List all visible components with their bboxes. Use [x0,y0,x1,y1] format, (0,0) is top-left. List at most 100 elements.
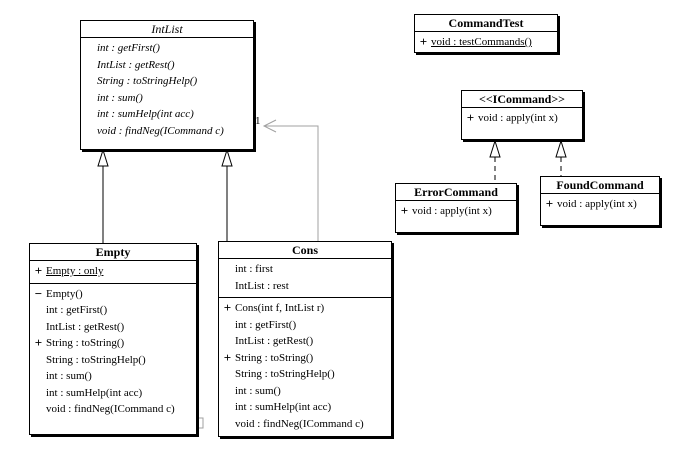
method-text: int : sumHelp(int acc) [97,108,194,120]
method-row: void : findNeg(ICommand c) [222,416,388,433]
method-text: IntList : getRest() [46,320,125,333]
field-text: Empty : only [46,265,104,277]
class-cons[interactable]: Cons int : first IntList : rest +Cons(in… [218,241,392,437]
methods-compartment: +void : apply(int x) [462,108,582,130]
method-row: +void : apply(int x) [544,196,656,213]
empty-generalization-arrowhead [97,148,109,167]
class-name: ErrorCommand [396,184,516,201]
method-row: String : toStringHelp() [222,366,388,383]
visibility-marker: + [34,335,43,350]
method-text: int : sumHelp(int acc) [235,401,332,413]
method-row: int : getFirst() [84,40,250,57]
foundcommand-realization-arrowhead [555,139,567,158]
visibility-marker: + [466,110,475,125]
method-text: IntList : getRest() [97,58,175,71]
method-text: void : apply(int x) [412,205,492,217]
visibility-marker: − [34,285,43,301]
visibility-marker: + [545,196,554,211]
field-text: IntList : rest [235,279,289,292]
class-intlist[interactable]: IntList int : getFirst() IntList : getRe… [80,20,254,150]
class-name: CommandTest [415,15,557,32]
methods-compartment: +Cons(int f, IntList r) int : getFirst()… [219,297,391,435]
method-text: int : sum() [97,91,143,104]
class-errorcommand[interactable]: ErrorCommand +void : apply(int x) [395,183,517,233]
method-text: int : sumHelp(int acc) [46,386,143,399]
method-text: String : toStringHelp() [235,368,335,380]
visibility-marker: + [223,300,232,315]
method-text: int : sum() [46,370,92,382]
method-text: void : findNeg(ICommand c) [97,124,224,137]
method-text: void : apply(int x) [478,112,558,124]
method-text: void : testCommands() [431,36,532,48]
method-row: void : findNeg(ICommand c) [33,401,193,418]
empty-only-association-line [195,417,204,429]
visibility-marker: + [400,203,409,218]
fields-compartment: +Empty : only [30,261,196,283]
interface-name: <<ICommand>> [462,91,582,108]
method-row: int : getFirst() [222,317,388,334]
method-row: IntList : getRest() [33,319,193,336]
method-text: String : toStringHelp() [97,75,198,87]
method-text: IntList : getRest() [235,335,314,347]
class-commandtest[interactable]: CommandTest +void : testCommands() [414,14,558,53]
method-row: int : sum() [84,90,250,107]
visibility-marker: + [419,34,428,49]
method-row: +String : toString() [33,335,193,352]
methods-compartment: +void : apply(int x) [396,201,516,223]
intlist-multiplicity-label: 1 [255,115,261,127]
method-row: int : sum() [222,383,388,400]
method-text: int : sum() [235,384,281,397]
class-empty[interactable]: Empty +Empty : only −Empty() int : getFi… [29,243,197,435]
method-row: String : toStringHelp() [84,73,250,90]
method-text: int : getFirst() [46,304,108,316]
methods-compartment: +void : testCommands() [415,32,557,54]
method-text: int : getFirst() [235,318,297,331]
method-text: String : toString() [46,337,125,349]
errorcommand-realization-arrowhead [489,139,501,158]
method-row: +Cons(int f, IntList r) [222,300,388,317]
method-row: int : sumHelp(int acc) [84,106,250,123]
cons-rest-association-arrowhead [262,119,277,133]
method-text: Cons(int f, IntList r) [235,302,325,314]
method-text: void : findNeg(ICommand c) [46,403,175,415]
methods-compartment: int : getFirst() IntList : getRest() Str… [81,38,253,142]
method-row: +void : apply(int x) [465,110,579,127]
class-name: IntList [81,21,253,38]
visibility-marker: + [34,263,43,278]
method-row: IntList : getRest() [84,57,250,74]
method-row: int : getFirst() [33,302,193,319]
field-row: int : first [222,261,388,278]
method-row: String : toStringHelp() [33,352,193,369]
interface-icommand[interactable]: <<ICommand>> +void : apply(int x) [461,90,583,140]
class-foundcommand[interactable]: FoundCommand +void : apply(int x) [540,176,660,226]
class-name: Cons [219,242,391,259]
field-text: int : first [235,263,273,275]
method-text: String : toString() [235,351,314,364]
method-row: +void : apply(int x) [399,203,513,220]
method-row: int : sum() [33,368,193,385]
method-text: void : findNeg(ICommand c) [235,417,364,430]
method-row: +void : testCommands() [418,34,554,51]
method-text: int : getFirst() [97,42,160,54]
cons-rest-association-line [264,125,319,241]
method-text: Empty() [46,287,83,300]
methods-compartment: −Empty() int : getFirst() IntList : getR… [30,282,196,421]
visibility-marker: + [223,349,232,365]
method-row: int : sumHelp(int acc) [222,399,388,416]
method-row: IntList : getRest() [222,333,388,350]
method-row: −Empty() [33,286,193,303]
methods-compartment: +void : apply(int x) [541,194,659,216]
field-row: IntList : rest [222,278,388,295]
class-name: FoundCommand [541,177,659,194]
method-text: void : apply(int x) [557,198,637,210]
fields-compartment: int : first IntList : rest [219,259,391,297]
field-row: +Empty : only [33,263,193,280]
method-row: void : findNeg(ICommand c) [84,123,250,140]
method-text: String : toStringHelp() [46,353,146,366]
method-row: int : sumHelp(int acc) [33,385,193,402]
cons-generalization-arrowhead [221,148,233,167]
class-name: Empty [30,244,196,261]
method-row: +String : toString() [222,350,388,367]
